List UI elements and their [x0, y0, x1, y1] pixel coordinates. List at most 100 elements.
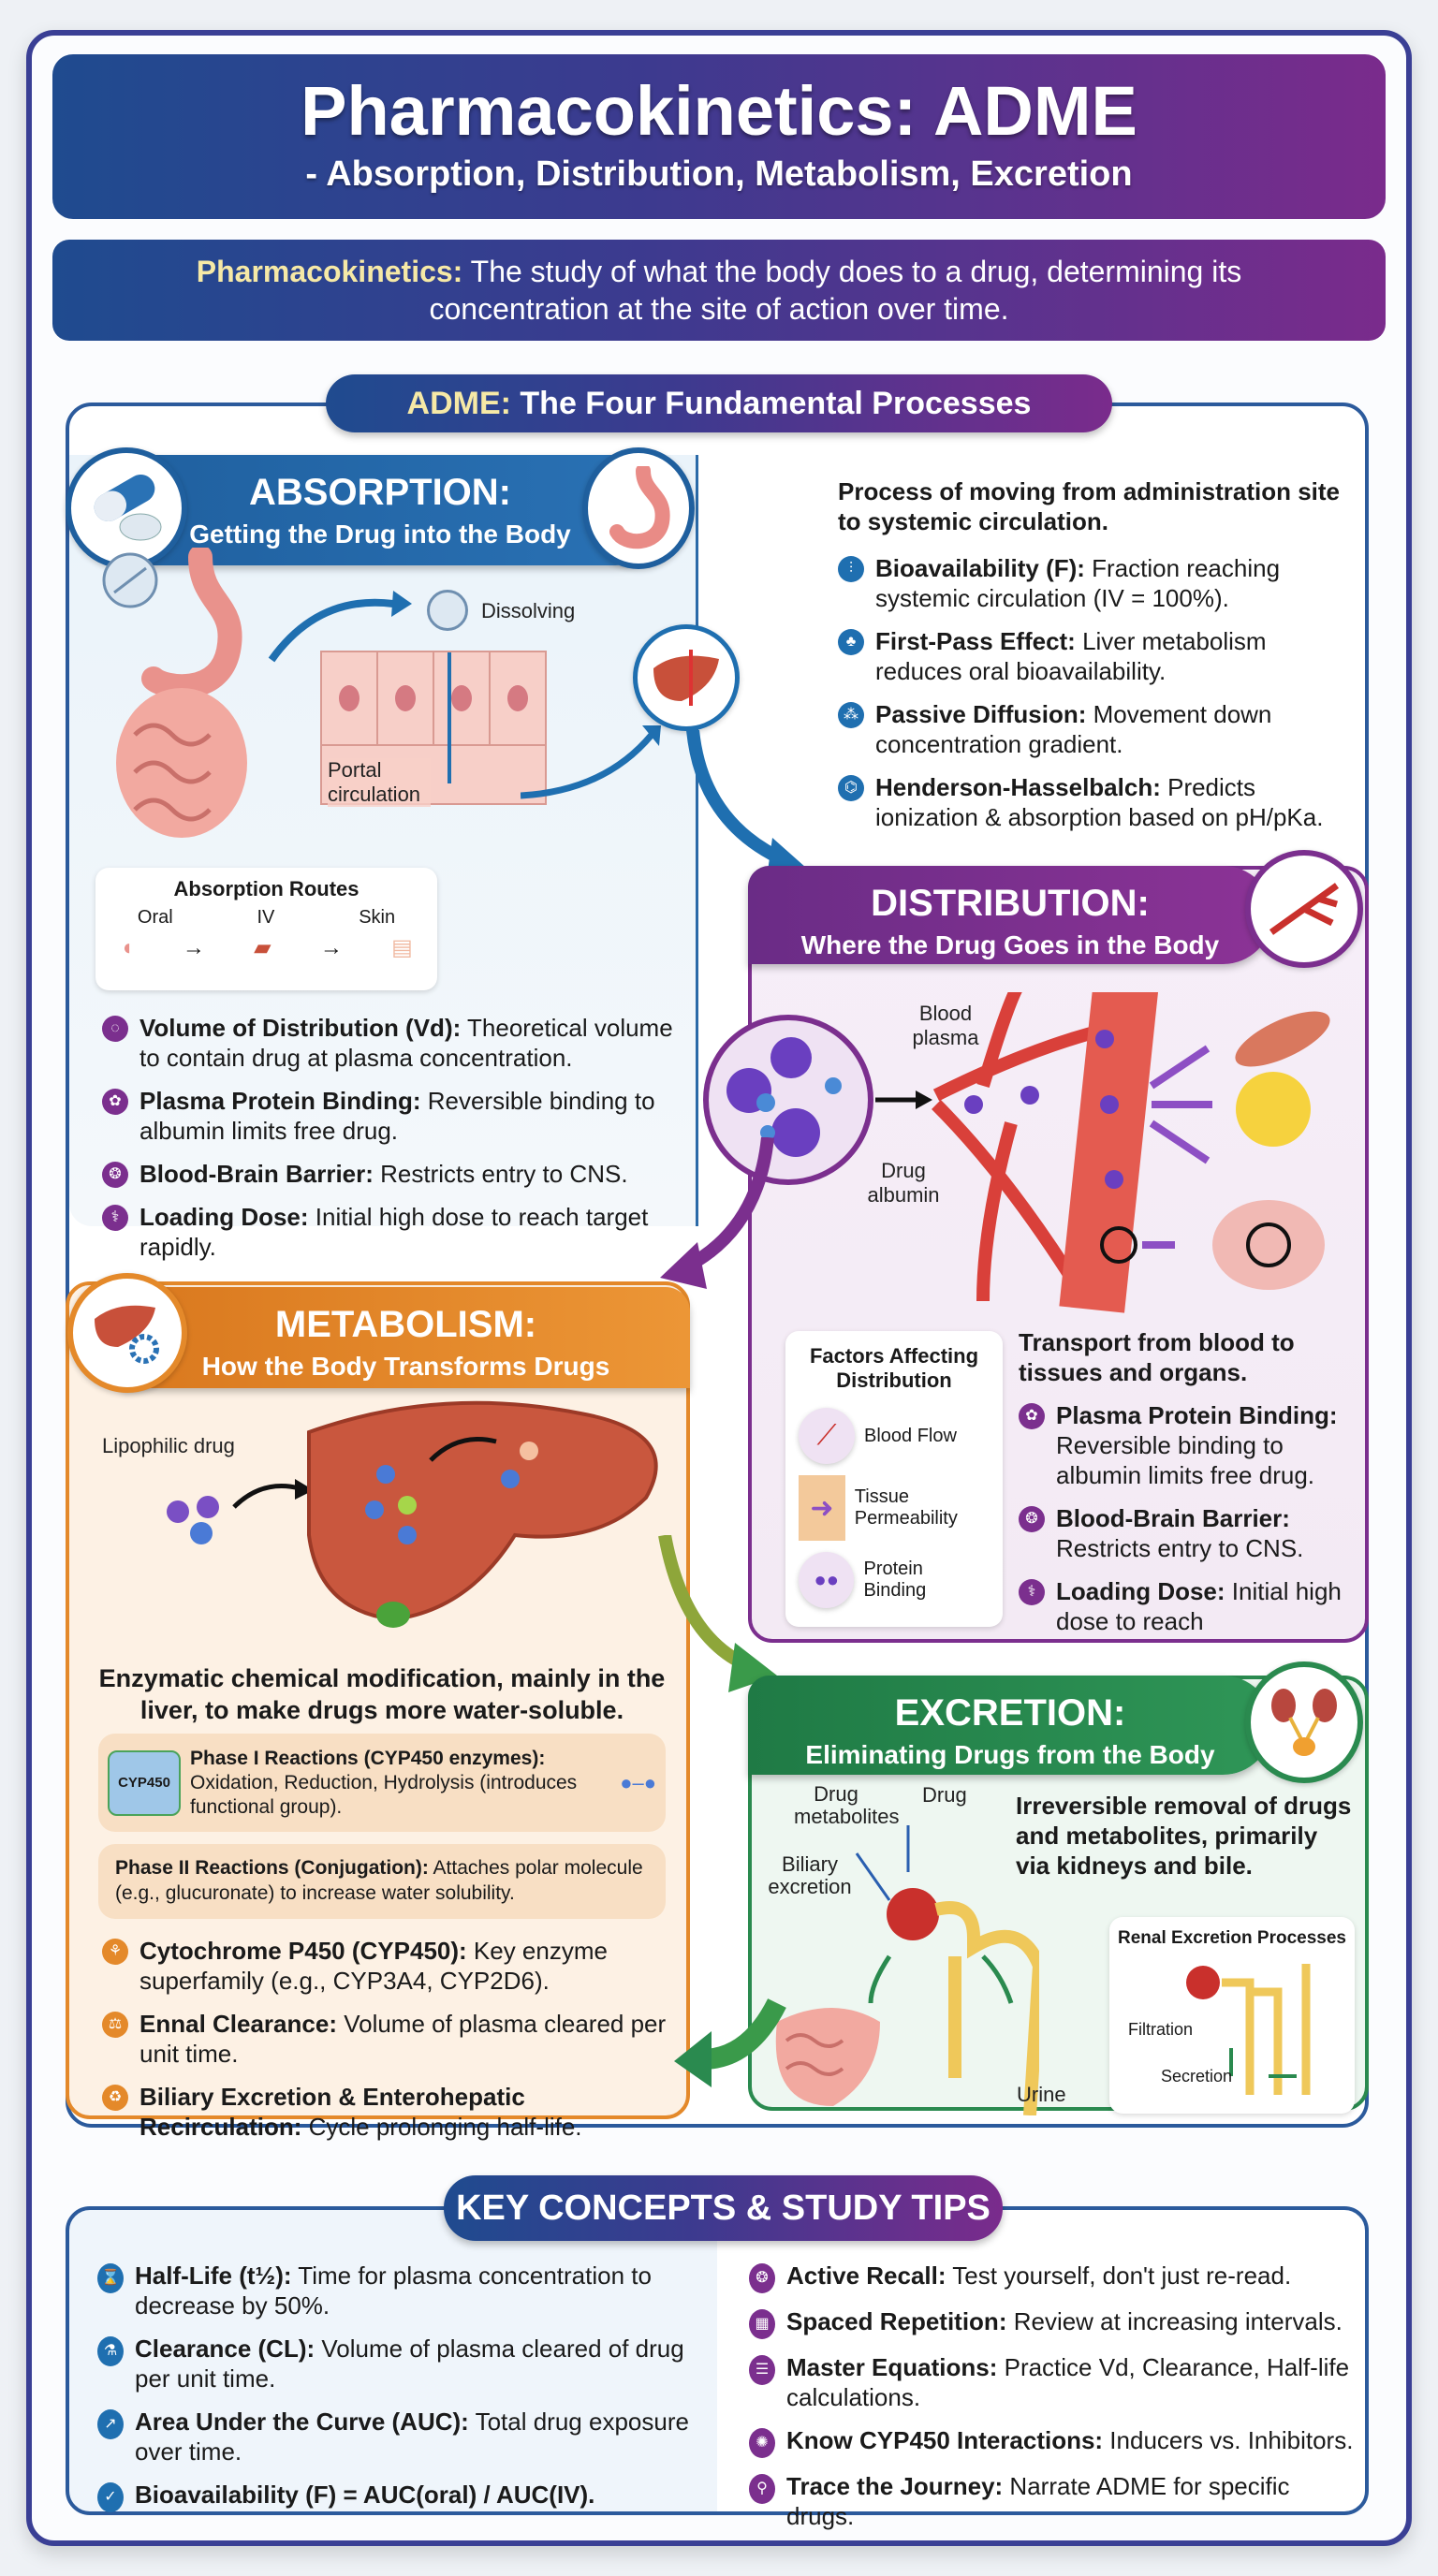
blood-vessel-icon	[1245, 850, 1363, 968]
syringe-icon: ⚕	[102, 1205, 128, 1231]
absorption-routes-card: Absorption Routes Oral IV Skin ◖→▰→▤	[95, 868, 437, 990]
bullet-term: Bioavailability (F) = AUC(oral) / AUC(IV…	[135, 2481, 595, 2509]
route-skin: Skin	[359, 907, 396, 928]
phase2-card: Phase II Reactions (Conjugation): Attach…	[98, 1844, 666, 1919]
bullet-text: Movement down concentration gradient.	[875, 700, 1272, 758]
bullet-term: Clearance (CL):	[135, 2334, 315, 2363]
liver-icon: ▰	[254, 935, 271, 960]
distribution-description: Transport from blood to tissues and orga…	[1019, 1327, 1360, 1649]
phase2-text: Attaches polar molecule (e.g., glucurona…	[115, 1857, 643, 1904]
metabolism-subtitle: How the Body Transforms Drugs	[201, 1352, 610, 1381]
bullet-term: Ennal Clearance:	[139, 2010, 337, 2038]
bullet-term: Volume of Distribution (Vd):	[139, 1014, 462, 1042]
diffusion-icon: ⁂	[838, 702, 864, 728]
recycle-icon: ♻	[102, 2085, 128, 2111]
bullet-text: Narrate ADME for specific drugs.	[786, 2472, 1290, 2530]
bullet-text: Volume of plasma cleared per unit time.	[139, 2010, 667, 2068]
key-concepts-right: ❂ Active Recall: Test yourself, don't jus…	[749, 2261, 1357, 2544]
brain-icon: ❂	[1019, 1506, 1045, 1532]
tissue-permeability-icon: ➜	[799, 1475, 845, 1541]
biliary-excretion-label: Biliary excretion	[768, 1852, 852, 1898]
factors-card: Factors Affecting Distribution ⟋Blood Fl…	[785, 1331, 1003, 1627]
adme-banner-text: The Four Fundamental Processes	[510, 386, 1032, 421]
bullet-text: Inducers vs. Inhibitors.	[1103, 2426, 1354, 2454]
bullet-text: Initial high dose to reach	[1056, 1577, 1342, 1635]
factor-tissue-permeability: Tissue Permeability	[854, 1486, 958, 1529]
intestinal-villi-illustration	[320, 651, 547, 805]
liver-circle-icon	[633, 624, 740, 731]
bullet-term: Loading Dose:	[1056, 1577, 1225, 1605]
dissolving-label: Dissolving	[481, 599, 576, 622]
definition-term: Pharmacokinetics:	[196, 255, 463, 288]
cyp450-enzyme-icon: CYP450	[108, 1749, 181, 1816]
absorption-arrow	[262, 585, 412, 669]
lipophilic-drug-label: Lipophilic drug	[102, 1434, 235, 1457]
renal-title: Renal Excretion Processes	[1118, 1928, 1346, 1948]
blood-flow-icon: ⟋	[799, 1408, 855, 1464]
calendar-icon: ▦	[749, 2309, 775, 2339]
page-subtitle: - Absorption, Distribution, Metabolism, …	[305, 154, 1133, 194]
phase1-card: CYP450 Phase I Reactions (CYP450 enzymes…	[98, 1734, 666, 1832]
bullet-text: Restricts entry to CNS.	[1056, 1534, 1304, 1562]
bullet-term: Passive Diffusion:	[875, 700, 1087, 728]
enzyme-icon: ⚘	[102, 1939, 128, 1965]
brain-icon: ❂	[749, 2263, 775, 2293]
stomach-icon: ◖	[120, 934, 134, 960]
bullet-text: Volume of plasma cleared of drug per uni…	[135, 2334, 684, 2393]
bullet-passive-diffusion: ⁂ Passive Diffusion: Movement down concen…	[838, 699, 1353, 759]
bullet-text: Review at increasing intervals.	[1006, 2307, 1343, 2335]
distribution-illustration	[702, 992, 1357, 1339]
key-concepts-title: KEY CONCEPTS & STUDY TIPS	[444, 2175, 1003, 2241]
bullet-term: Bioavailability (F):	[875, 554, 1085, 582]
factor-blood-flow: Blood Flow	[864, 1425, 957, 1446]
kidneys-icon	[1245, 1661, 1363, 1783]
adme-banner: ADME: The Four Fundamental Processes	[326, 374, 1112, 432]
tablet-icon	[427, 590, 468, 631]
absorption-section	[69, 455, 698, 1226]
absorption-title: ABSORPTION:	[249, 472, 511, 513]
arrow-icon: →	[182, 934, 205, 960]
route-iv: IV	[257, 907, 275, 928]
drug-label: Drug	[922, 1783, 967, 1807]
excretion-intro: Irreversible removal of drugs and metabo…	[1016, 1792, 1352, 1880]
bullet-term: Know CYP450 Interactions:	[786, 2426, 1104, 2454]
bullet-text: Reversible binding to albumin limits fre…	[1056, 1431, 1314, 1489]
journey-icon: ⚲	[749, 2474, 775, 2504]
bullet-text: Fraction reaching systemic circulation (…	[875, 554, 1281, 612]
protein-binding-icon: ●●	[799, 1552, 855, 1608]
bullet-text: Initial high dose to reach target rapidl…	[139, 1203, 649, 1261]
definition-banner: Pharmacokinetics: The study of what the …	[52, 240, 1386, 341]
title-banner: Pharmacokinetics: ADME - Absorption, Dis…	[52, 54, 1386, 219]
blood-plasma-label: Blood plasma	[912, 1002, 979, 1049]
excretion-illustration	[693, 1825, 1039, 2115]
flow-arrow-to-metabolism-recirculation	[674, 1994, 786, 2097]
absorption-subtitle: Getting the Drug into the Body	[189, 520, 571, 549]
absorption-description: Process of moving from administration si…	[838, 476, 1353, 845]
phase1-text: Oxidation, Reduction, Hydrolysis (introd…	[190, 1771, 578, 1818]
factor-protein-binding: Protein Binding	[863, 1559, 927, 1601]
bullet-term: Trace the Journey:	[786, 2472, 1004, 2500]
molecule-icon: ●–●	[620, 1770, 656, 1794]
bullet-text: Predicts ionization & absorption based o…	[875, 773, 1324, 831]
bullet-term: Plasma Protein Binding:	[1056, 1401, 1338, 1429]
flow-arrow-to-metabolism	[646, 1137, 786, 1296]
bullet-text: Test yourself, don't just re-read.	[946, 2261, 1292, 2290]
bullet-text: Reversible binding to albumin limits fre…	[139, 1087, 655, 1145]
protein-icon: ✿	[1019, 1403, 1045, 1429]
distribution-concepts-list: ◌Volume of Distribution (Vd): Theoretica…	[102, 1013, 682, 1275]
absorption-routes-title: Absorption Routes	[173, 877, 360, 900]
protein-icon: ✿	[102, 1089, 128, 1115]
nephron-diagram	[1186, 1964, 1311, 2095]
molecule-icon: ⌬	[838, 775, 864, 801]
urine-label: Urine	[1017, 2083, 1066, 2106]
bullet-text: Restricts entry to CNS.	[373, 1160, 628, 1188]
bullet-term: Biliary Excretion & Enterohepatic Recirc…	[139, 2083, 525, 2141]
bullet-bioavailability: ⫶Bioavailability (F): Fraction reaching …	[838, 553, 1353, 613]
bullet-term: Active Recall:	[786, 2261, 946, 2290]
key-concepts-left: ⌛Half-Life (t½): Time for plasma concent…	[97, 2261, 697, 2525]
drug-albumin-label: Drug albumin	[867, 1159, 940, 1207]
route-oral: Oral	[137, 907, 173, 928]
page-title: Pharmacokinetics: ADME	[301, 72, 1137, 150]
bullet-term: First-Pass Effect:	[875, 627, 1076, 655]
bullet-term: Area Under the Curve (AUC):	[135, 2408, 469, 2436]
